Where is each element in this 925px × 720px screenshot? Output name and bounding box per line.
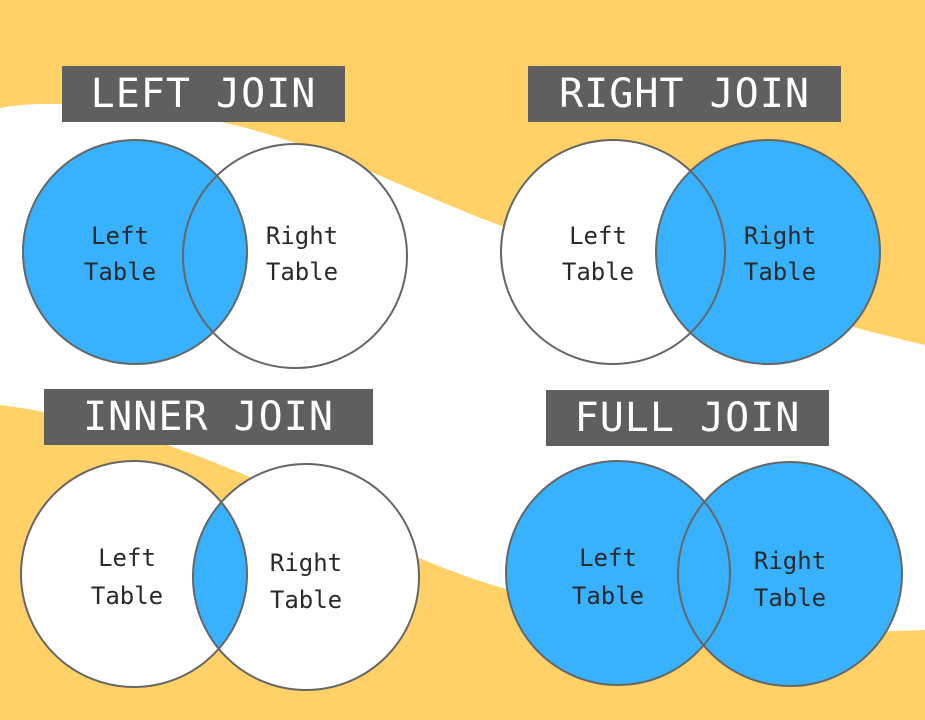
left-label-line2: Table	[562, 258, 634, 286]
right-label-line2: Table	[754, 584, 826, 612]
right-circle	[193, 464, 419, 690]
right-label-line1: Right	[270, 549, 342, 577]
left-circle	[21, 461, 247, 687]
left-circle-outline	[505, 460, 731, 686]
left-circle-outline	[20, 460, 248, 688]
title-inner-join: INNER JOIN	[44, 389, 373, 445]
title-left-join: LEFT JOIN	[62, 66, 345, 122]
left-label-line2: Table	[91, 582, 163, 610]
title-full-join: FULL JOIN	[546, 390, 829, 446]
right-label-line2: Table	[266, 258, 338, 286]
right-circle	[183, 144, 407, 368]
left-label-line2: Table	[84, 258, 156, 286]
right-label-line1: Right	[754, 547, 826, 575]
right-circle-outline	[677, 461, 903, 687]
left-circle	[501, 140, 725, 364]
left-circle	[23, 140, 247, 364]
title-right-join: RIGHT JOIN	[528, 66, 841, 122]
left-label-line1: Left	[98, 544, 156, 572]
right-label-line2: Table	[270, 586, 342, 614]
left-circle	[506, 461, 730, 685]
right-circle-outline	[655, 139, 881, 365]
right-label-line2: Table	[744, 258, 816, 286]
right-circle-outline	[182, 143, 408, 369]
right-label-line1: Right	[266, 222, 338, 250]
right-circle	[678, 462, 902, 686]
right-circle-outline	[192, 463, 420, 691]
left-label-line1: Left	[91, 222, 149, 250]
left-label-line1: Left	[579, 544, 637, 572]
right-circle	[656, 140, 880, 364]
left-label-line2: Table	[572, 582, 644, 610]
left-circle-outline	[500, 139, 726, 365]
left-label-line1: Left	[569, 222, 627, 250]
right-label-line1: Right	[744, 222, 816, 250]
left-circle-outline	[22, 139, 248, 365]
